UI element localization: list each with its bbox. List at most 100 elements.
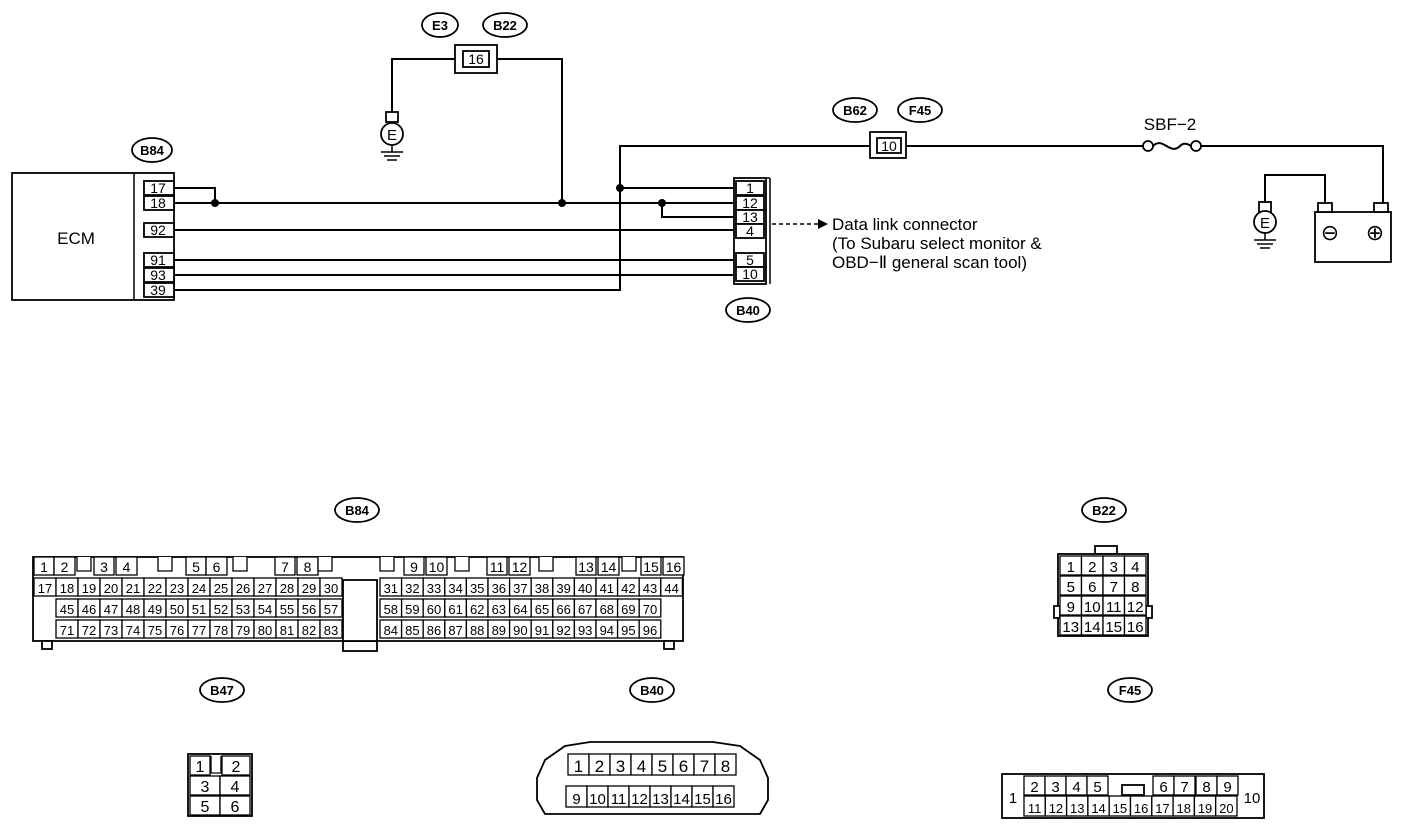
svg-text:3: 3 (616, 757, 625, 776)
svg-text:5: 5 (192, 559, 200, 575)
svg-text:21: 21 (126, 581, 140, 596)
b84-pin: 54 (253, 598, 277, 618)
b84-pin: 70 (638, 598, 662, 618)
f45-pin: 1 (1009, 790, 1017, 807)
b22-pin: 3 (1102, 555, 1126, 576)
svg-text:13: 13 (578, 559, 594, 575)
b84-pin: 68 (595, 598, 619, 618)
svg-text:11: 11 (611, 791, 627, 808)
svg-text:14: 14 (673, 791, 690, 808)
connector-key-notch (538, 557, 554, 572)
b84-pin: 53 (231, 598, 255, 618)
b84-pin: 69 (616, 598, 640, 618)
b84-pin: 80 (253, 619, 277, 639)
tag-b22-top: B22 (482, 12, 528, 38)
f45-pin: 3 (1044, 775, 1067, 796)
svg-text:73: 73 (104, 623, 118, 638)
svg-text:63: 63 (492, 602, 506, 617)
b84-pin: 73 (99, 619, 123, 639)
svg-text:B22: B22 (1092, 503, 1116, 518)
svg-text:67: 67 (578, 602, 592, 617)
b84-pin: 59 (400, 598, 424, 618)
b84-pin: 21 (121, 577, 145, 597)
b84-pin: 87 (444, 619, 468, 639)
svg-text:⊕: ⊕ (1366, 220, 1384, 245)
svg-text:5: 5 (1093, 779, 1101, 796)
b84-pin: 35 (465, 577, 489, 597)
b40-pin: 8 (714, 753, 737, 776)
svg-text:52: 52 (214, 602, 228, 617)
svg-text:19: 19 (1198, 801, 1212, 816)
b84-pin: 60 (422, 598, 446, 618)
connector-key-notch (232, 557, 248, 572)
svg-text:50: 50 (170, 602, 184, 617)
svg-text:9: 9 (572, 791, 580, 808)
b84-pin: 67 (573, 598, 597, 618)
b22-pin: 1 (1059, 555, 1083, 576)
svg-text:69: 69 (621, 602, 635, 617)
svg-text:48: 48 (126, 602, 140, 617)
svg-text:92: 92 (150, 222, 166, 238)
b84-pin: 5 (185, 556, 207, 576)
svg-text:29: 29 (302, 581, 316, 596)
b84-pin: 33 (422, 577, 446, 597)
b84-pin: 10 (425, 556, 448, 576)
svg-text:88: 88 (470, 623, 484, 638)
b84-pin: 52 (209, 598, 233, 618)
junction-dot (616, 184, 624, 192)
svg-text:71: 71 (60, 623, 74, 638)
svg-text:54: 54 (258, 602, 272, 617)
svg-text:B84: B84 (140, 143, 165, 158)
svg-text:5: 5 (201, 799, 210, 816)
svg-text:55: 55 (280, 602, 294, 617)
b22-pin: 10 (1080, 595, 1104, 616)
svg-text:11: 11 (490, 559, 505, 575)
svg-text:14: 14 (1091, 801, 1105, 816)
f45-pin: 4 (1065, 775, 1088, 796)
svg-text:35: 35 (470, 581, 484, 596)
svg-text:14: 14 (1084, 619, 1101, 636)
wire-fuse-battery (1201, 145, 1384, 203)
svg-text:7: 7 (1180, 779, 1188, 796)
f45-pin: 6 (1152, 775, 1175, 796)
svg-text:8: 8 (304, 559, 312, 575)
svg-text:58: 58 (384, 602, 398, 617)
svg-text:7: 7 (281, 559, 289, 575)
svg-text:12: 12 (1049, 801, 1063, 816)
svg-text:7: 7 (700, 757, 709, 776)
b84-pin: 63 (487, 598, 511, 618)
b84-pin: 90 (508, 619, 532, 639)
svg-text:2: 2 (1030, 779, 1038, 796)
dlc-pin-10: 10 (735, 266, 765, 282)
svg-text:30: 30 (324, 581, 338, 596)
svg-text:74: 74 (126, 623, 140, 638)
svg-text:8: 8 (721, 757, 730, 776)
b84-pin: 65 (530, 598, 554, 618)
svg-text:39: 39 (556, 581, 570, 596)
svg-text:81: 81 (280, 623, 294, 638)
tag-b47-view: B47 (199, 677, 245, 703)
svg-text:1: 1 (746, 180, 754, 196)
svg-text:56: 56 (302, 602, 316, 617)
f45-pin: 10 (1244, 790, 1261, 807)
svg-text:B47: B47 (210, 683, 234, 698)
b84-pin: 92 (552, 619, 576, 639)
svg-text:47: 47 (104, 602, 118, 617)
b84-pin: 25 (209, 577, 233, 597)
dlc-pin-4: 4 (735, 223, 765, 239)
b84-pin: 86 (422, 619, 446, 639)
svg-text:90: 90 (513, 623, 527, 638)
b84-pin: 82 (297, 619, 321, 639)
svg-text:17: 17 (38, 581, 52, 596)
svg-text:61: 61 (448, 602, 462, 617)
b84-pin: 27 (253, 577, 277, 597)
svg-text:11: 11 (1106, 599, 1122, 616)
b84-pin: 39 (552, 577, 576, 597)
b84-pin: 29 (297, 577, 321, 597)
svg-text:13: 13 (1062, 619, 1079, 636)
tag-f45-view: F45 (1107, 677, 1153, 703)
svg-text:51: 51 (192, 602, 206, 617)
svg-text:15: 15 (1105, 619, 1122, 636)
svg-text:5: 5 (658, 757, 667, 776)
b84-pin: 28 (275, 577, 299, 597)
